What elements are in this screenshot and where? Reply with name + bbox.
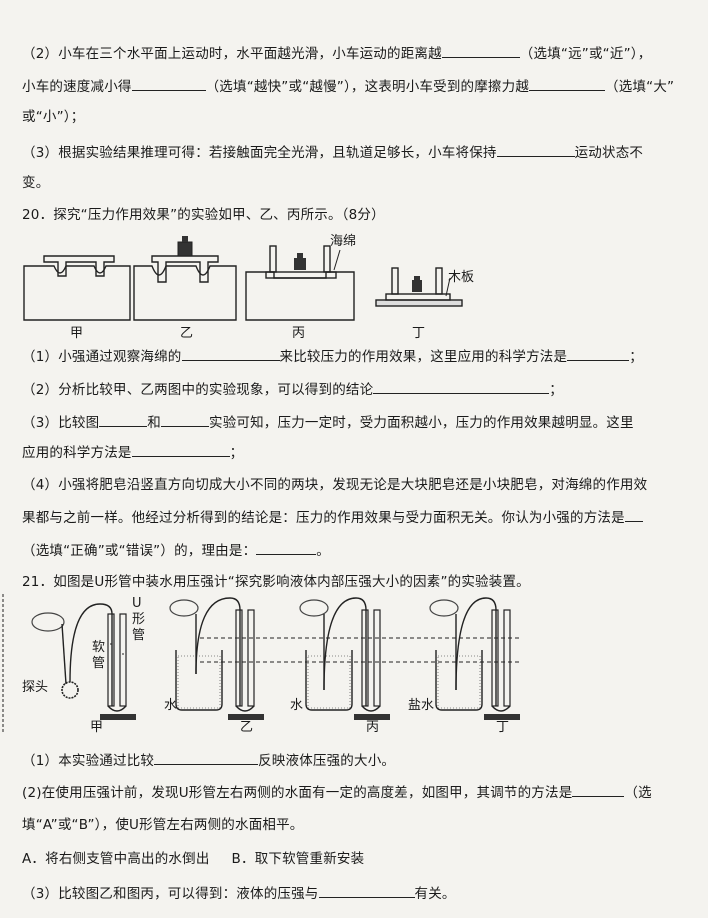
q20-fig-yi [133,236,237,321]
q21-p1: （1）本实验通过比较 反映液体压强的大小。 [22,751,395,770]
q20-p1-text-c: ； [629,349,643,365]
q21-fig-ding [429,597,520,720]
q21-p2-line1: (2)在使用压强计前，发现U形管左右两侧的水面有一定的高度差，如图甲，其调节的方… [22,783,652,802]
q21-figure [2,594,520,734]
q21-p1-text-a: （1）本实验通过比较 [22,753,155,769]
q20-p4-text3b: 。 [316,543,330,559]
q20-p3-line2: 应用的科学方法是 ； [22,443,243,462]
q20-fig-jia [23,255,131,321]
q21-label-brine: 盐水 [408,698,435,713]
q21-p2-text-a: (2)在使用压强计前，发现U形管左右两侧的水面有一定的高度差，如图甲，其调节的方… [22,785,573,801]
q19-p3-text1b: 运动状态不 [574,145,644,161]
q19-blank-friction[interactable] [529,77,606,91]
q21-p3-text-a: （3）比较图乙和图丙，可以得到：液体的压强与 [22,886,319,902]
q20-blank-fig2[interactable] [161,413,209,427]
q20-sponge-label: 海绵 [330,234,357,249]
q19-p3-line2: 变。 [22,174,49,192]
q21-p2-text-b: （选 [624,785,652,801]
q20-p3-text-d: 应用的科学方法是 [22,445,132,461]
q20-fig-ding [375,267,463,307]
q20-p4-text3a: （选填“正确”或“错误”）的，理由是： [22,543,257,559]
q19-p2-line3: 或“小”）； [22,108,84,126]
q21-label-tube: 软管 [92,640,106,671]
q20-p3-text-a: （3）比较图 [22,415,100,431]
q20-title-text: 20．探究“压力作用效果”的实验如甲、乙、丙所示。（8分） [22,207,385,223]
q20-fig-label-bing: 丙 [292,326,306,341]
q21-option-a[interactable]: A．将右侧支管中高出的水倒出 [22,851,210,867]
q21-blank-adjust[interactable] [572,783,625,797]
q21-label-water2: 水 [290,698,304,713]
q20-p1-text-a: （1）小强通过观察海绵的 [22,349,182,365]
q19-p2-text2c: （选填“大” [605,79,675,95]
q20-blank-fig1[interactable] [99,413,148,427]
q21-fig-bing [299,597,390,720]
q19-p3-text1a: （3）根据实验结果推理可得：若接触面完全光滑，且轨道足够长，小车将保持 [22,145,497,161]
q19-p2-text2b: （选填“越快”或“越慢”），这表明小车受到的摩擦力越 [205,79,530,95]
q20-fig-label-yi: 乙 [180,326,194,341]
q20-p4-text2: 果都与之前一样。他经过分析得到的结论是：压力的作用效果与受力面积无关。你认为小强… [22,510,625,526]
q19-blank-motion[interactable] [496,143,575,157]
q21-label-probe: 探头 [22,680,49,695]
q20-blank-correct[interactable] [624,508,643,522]
q19-p3-text2: 变。 [22,175,50,191]
q20-blank-observe[interactable] [181,347,280,361]
q20-figure [23,236,463,321]
q19-blank-speed[interactable] [131,77,206,91]
q19-p2-text3: 或“小”）； [22,109,85,125]
q20-blank-method1[interactable] [567,347,630,361]
q19-p2-text2a: 小车的速度减小得 [22,79,132,95]
q21-p2-line2: 填“A”或“B”），使U形管左右两侧的水面相平。 [22,816,304,834]
q20-p1: （1）小强通过观察海绵的 来比较压力的作用效果，这里应用的科学方法是 ； [22,347,643,366]
q19-p2-line2: 小车的速度减小得 （选填“越快”或“越慢”），这表明小车受到的摩擦力越 （选填“大” [22,77,674,96]
q19-p2-text1: （2）小车在三个水平面上运动时，水平面越光滑，小车运动的距离越 [22,46,442,62]
q21-title-text: 21．如图是U形管中装水用压强计“探究影响液体内部压强大小的因素”的实验装置。 [22,574,530,590]
q19-p3-line1: （3）根据实验结果推理可得：若接触面完全光滑，且轨道足够长，小车将保持 运动状态不 [22,143,643,162]
q20-blank-conclusion[interactable] [373,380,550,394]
q20-p4-line2: 果都与之前一样。他经过分析得到的结论是：压力的作用效果与受力面积无关。你认为小强… [22,508,643,527]
q21-p2-text-c: 填“A”或“B”），使U形管左右两侧的水面相平。 [22,817,304,833]
q20-p2-text-b: ； [549,382,563,398]
q21-fig-label-yi: 乙 [240,720,254,735]
q21-p3-text-b: 有关。 [414,886,456,902]
q21-fig-label-jia: 甲 [90,720,104,735]
q19-p2-line1: （2）小车在三个水平面上运动时，水平面越光滑，小车运动的距离越 （选填“远”或“近… [22,44,651,63]
q20-title: 20．探究“压力作用效果”的实验如甲、乙、丙所示。（8分） [22,206,385,224]
q21-blank-relation[interactable] [318,884,415,898]
q19-p2-text1b: （选填“远”或“近”）， [519,46,652,62]
q20-p3-text-b: 和 [147,415,161,431]
q21-title: 21．如图是U形管中装水用压强计“探究影响液体内部压强大小的因素”的实验装置。 [22,573,530,591]
q21-fig-label-ding: 丁 [496,720,510,735]
q21-fig-yi [169,597,264,720]
q20-p3-line1: （3）比较图 和 实验可知，压力一定时，受力面积越小，压力的作用效果越明显。这里 [22,413,634,432]
q21-p1-text-b: 反映液体压强的大小。 [258,753,396,769]
q20-p4-text1: （4）小强将肥皂沿竖直方向切成大小不同的两块，发现无论是大块肥皂还是小块肥皂，对… [22,477,648,493]
q21-label-water: 水 [164,698,178,713]
q21-fig-jia [31,603,136,720]
q21-option-b[interactable]: B．取下软管重新安装 [231,851,365,867]
q20-p1-text-b: 来比较压力的作用效果，这里应用的科学方法是 [279,349,568,365]
q19-blank-distance[interactable] [441,44,520,58]
q20-blank-reason[interactable] [256,541,317,555]
q21-options: A．将右侧支管中高出的水倒出 B．取下软管重新安装 [22,850,364,868]
q20-board-label: 木板 [448,270,475,285]
q20-p2: （2）分析比较甲、乙两图中的实验现象，可以得到的结论 ； [22,380,563,399]
q20-p4-line3: （选填“正确”或“错误”）的，理由是： 。 [22,541,330,560]
q21-fig-label-bing: 丙 [366,720,380,735]
q20-p3-text-c: 实验可知，压力一定时，受力面积越小，压力的作用效果越明显。这里 [209,415,634,431]
q20-p2-text-a: （2）分析比较甲、乙两图中的实验现象，可以得到的结论 [22,382,374,398]
q20-fig-bing [245,245,355,321]
q21-label-u: U形管 [132,596,146,643]
q20-blank-method2[interactable] [131,443,230,457]
q21-blank-compare[interactable] [154,751,259,765]
q20-fig-label-jia: 甲 [70,326,84,341]
q21-p3: （3）比较图乙和图丙，可以得到：液体的压强与 有关。 [22,884,456,903]
q20-p3-text-e: ； [229,445,244,461]
q20-p4-line1: （4）小强将肥皂沿竖直方向切成大小不同的两块，发现无论是大块肥皂还是小块肥皂，对… [22,476,647,494]
q20-fig-label-ding: 丁 [412,326,426,341]
